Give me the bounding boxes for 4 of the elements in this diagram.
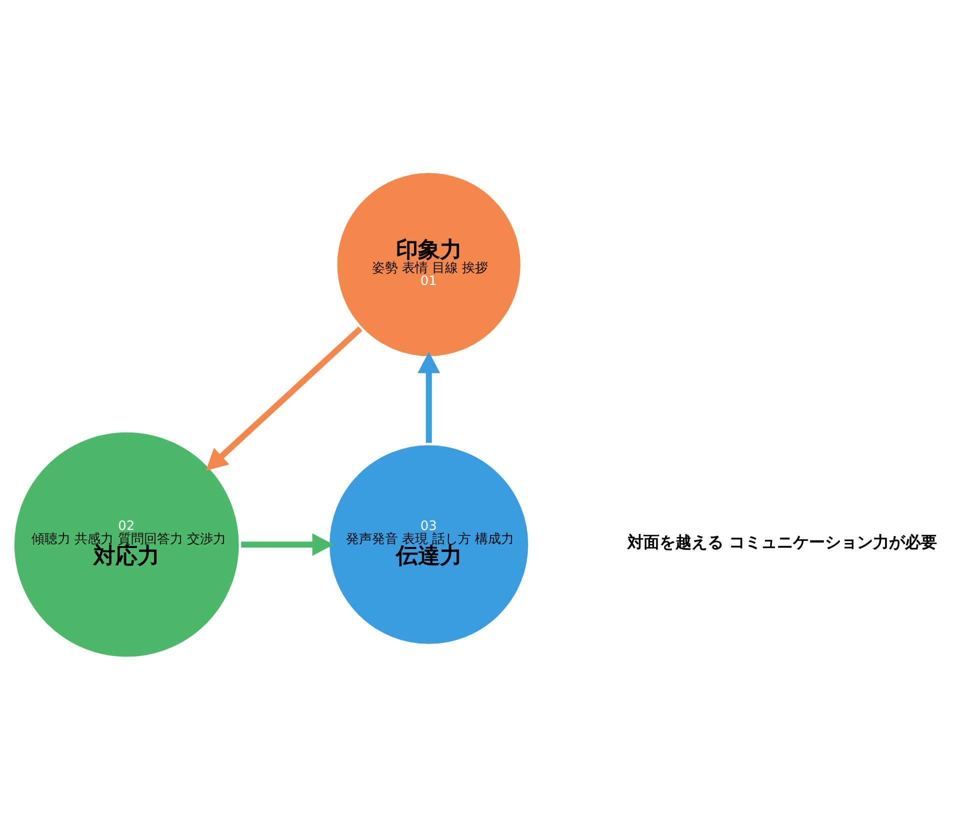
arrow [418,351,440,442]
label: 対面を越える コミュニケーション力が必要 [628,532,938,551]
arrow [241,532,334,556]
arrow [206,326,362,470]
